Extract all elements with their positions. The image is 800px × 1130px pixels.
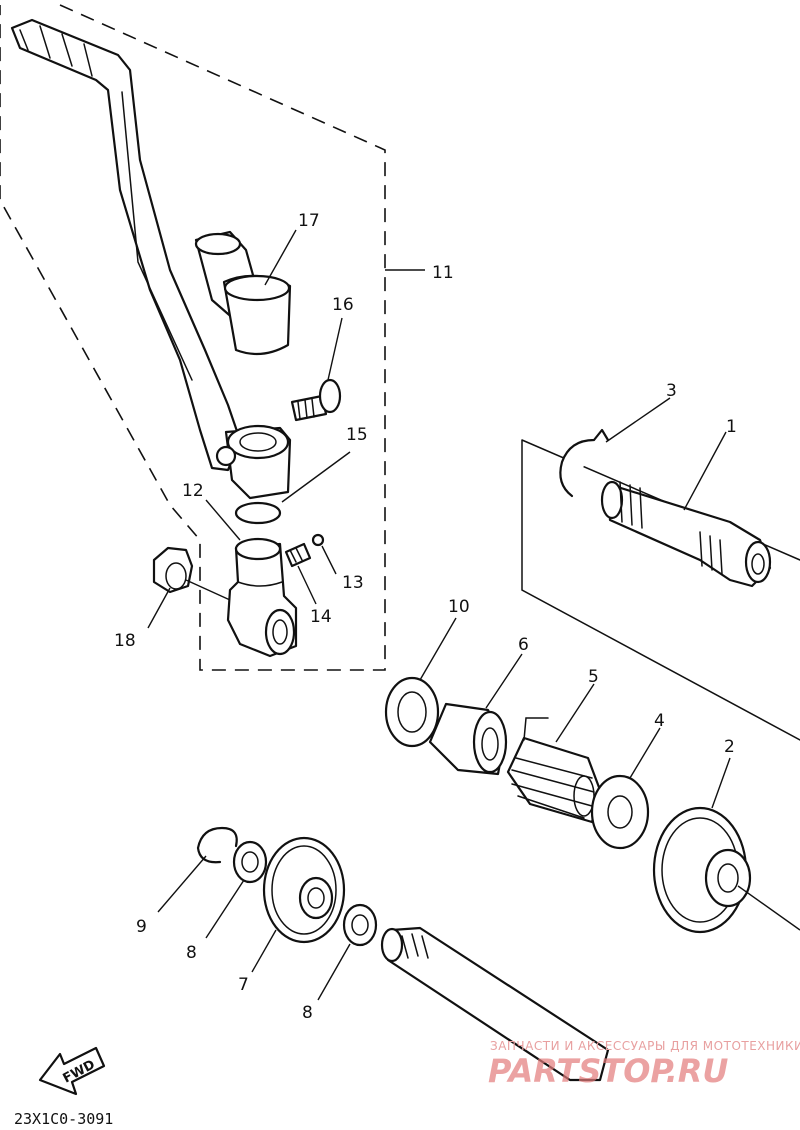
watermark-tagline: ЗАПЧАСТИ И АКСЕССУАРЫ ДЛЯ МОТОТЕХНИКИ	[490, 1039, 800, 1053]
callout-8-upper: 8	[186, 943, 197, 963]
callout-14: 14	[310, 607, 332, 627]
fwd-arrow-icon: FWD	[38, 1046, 106, 1096]
callout-11: 11	[432, 263, 454, 283]
callout-8-lower: 8	[302, 1003, 313, 1023]
callout-6: 6	[518, 635, 529, 655]
callout-17: 17	[298, 211, 320, 231]
circlip-9	[196, 826, 238, 864]
callout-labels: 1 2 3 4 5 6 7 8 8 9 10 11 12 13 14 15 16…	[114, 211, 737, 1023]
torsion-spring	[506, 717, 602, 824]
leader-lines	[147, 229, 731, 1001]
clip-3	[559, 428, 610, 498]
kick-gear	[652, 806, 752, 934]
callout-3: 3	[666, 381, 677, 401]
callout-13: 13	[342, 573, 364, 593]
callout-16: 16	[332, 295, 354, 315]
callout-18: 18	[114, 631, 136, 651]
oil-seal	[384, 676, 440, 748]
nut-18	[152, 546, 194, 594]
watermark-brand: PARTSTOP.RU	[488, 1052, 728, 1090]
idle-shaft	[380, 926, 610, 1082]
callout-10: 10	[448, 597, 470, 617]
kick-lever-rubber	[194, 230, 292, 356]
callout-7: 7	[238, 975, 249, 995]
watermark: ЗАПЧАСТИ И АКСЕССУАРЫ ДЛЯ МОТОТЕХНИКИ PA…	[488, 1039, 800, 1090]
lever-clamp-head	[215, 424, 292, 500]
callout-15: 15	[346, 425, 368, 445]
idle-gear	[262, 836, 346, 944]
clip-15	[234, 501, 282, 525]
callout-2: 2	[724, 737, 735, 757]
diagram-code: 23X1C0-3091	[14, 1110, 113, 1128]
clamp-bolt	[290, 378, 342, 422]
callout-1: 1	[726, 417, 737, 437]
callout-12: 12	[182, 481, 204, 501]
boss-bolt	[284, 542, 312, 568]
detent-ball	[311, 533, 325, 547]
callout-5: 5	[588, 667, 599, 687]
washer-8-lower	[342, 903, 378, 947]
washer-8-upper	[232, 840, 268, 884]
callout-9: 9	[136, 917, 147, 937]
kick-axle	[600, 480, 772, 588]
washer-4	[590, 774, 650, 850]
kick-lever-arm	[10, 18, 242, 472]
kick-shaft-boss	[226, 537, 298, 658]
callout-4: 4	[654, 711, 665, 731]
spring-collar	[428, 702, 508, 776]
assembly-11-boundary	[0, 4, 386, 671]
